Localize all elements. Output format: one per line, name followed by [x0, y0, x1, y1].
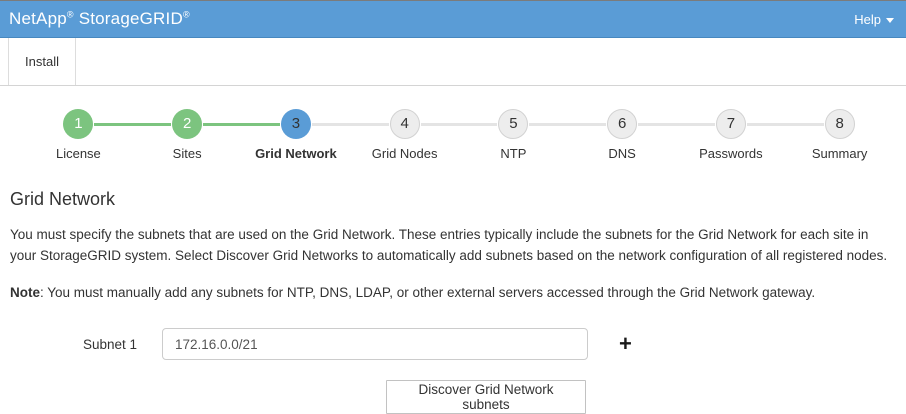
step-label: Sites: [172, 146, 202, 161]
subnet-form-row: Subnet 1 +: [10, 328, 896, 360]
note-body: : You must manually add any subnets for …: [40, 285, 816, 300]
help-menu[interactable]: Help: [854, 12, 894, 27]
main-content: Grid Network You must specify the subnet…: [0, 189, 906, 414]
discover-subnets-button[interactable]: Discover Grid Network subnets: [386, 380, 586, 414]
help-label: Help: [854, 11, 881, 27]
step-number: 4: [389, 109, 420, 139]
step-label: Summary: [811, 146, 868, 161]
step-number: 3: [280, 109, 311, 139]
step-number: 7: [715, 109, 746, 139]
step-number: 5: [498, 109, 529, 139]
step-label: Grid Network: [255, 146, 337, 161]
product-registered-mark: ®: [182, 9, 190, 20]
step-number: 8: [824, 109, 855, 139]
caret-down-icon: [886, 17, 894, 23]
product-name: StorageGRID: [78, 9, 183, 28]
tab-install[interactable]: Install: [8, 38, 76, 85]
step-label: NTP: [500, 146, 527, 161]
step-label: Passwords: [699, 146, 763, 161]
app-header: NetApp® StorageGRID® Help: [0, 1, 906, 38]
step-label: Grid Nodes: [371, 146, 438, 161]
page-title: Grid Network: [10, 189, 116, 209]
subnet-label: Subnet 1: [82, 336, 137, 352]
note-text: Note: You must manually add any subnets …: [10, 282, 896, 303]
add-subnet-button[interactable]: +: [619, 331, 632, 356]
note-label: Note: [10, 285, 40, 300]
app-title: NetApp® StorageGRID®: [9, 9, 190, 29]
step-number: 1: [63, 109, 94, 139]
tab-bar: Install: [0, 38, 906, 86]
brand-name: NetApp: [9, 9, 67, 28]
step-number: 6: [607, 109, 638, 139]
step-number: 2: [172, 109, 203, 139]
subnet-input[interactable]: [162, 328, 588, 360]
step-label: License: [55, 146, 101, 161]
brand-registered-mark: ®: [66, 9, 74, 20]
step-label: DNS: [608, 146, 636, 161]
description-text: You must specify the subnets that are us…: [10, 227, 888, 263]
